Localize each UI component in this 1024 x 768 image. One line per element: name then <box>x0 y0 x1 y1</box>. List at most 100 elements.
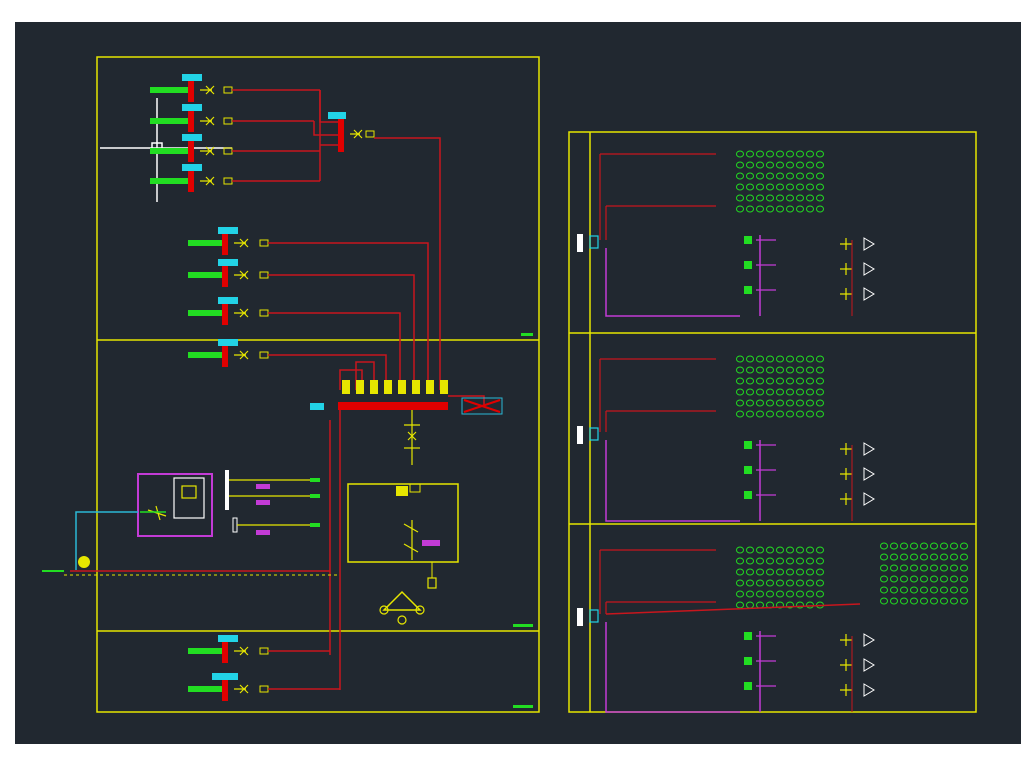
lamp-icon <box>776 172 784 180</box>
switch-icon <box>744 261 752 269</box>
lamp-icon <box>786 150 794 158</box>
lamp-icon <box>786 601 794 609</box>
lamp-icon <box>776 590 784 598</box>
lamp-icon <box>950 542 958 550</box>
lamp-icon <box>940 597 948 605</box>
lamp-icon <box>806 355 814 363</box>
lamp-icon <box>940 553 948 561</box>
lamp-icon <box>746 388 754 396</box>
lamp-icon <box>776 355 784 363</box>
lamp-icon <box>880 575 888 583</box>
lamp-icon <box>806 399 814 407</box>
disconnect-icon <box>463 399 501 413</box>
panel-tag <box>589 609 599 623</box>
lamp-icon <box>890 597 898 605</box>
fuse-icon <box>259 685 269 693</box>
lamp-icon <box>766 366 774 374</box>
lamp-icon <box>746 355 754 363</box>
lamp-icon <box>930 586 938 594</box>
lamp-icon <box>890 586 898 594</box>
lamp-icon <box>786 590 794 598</box>
fuse-icon <box>223 147 233 155</box>
lamp-icon <box>776 579 784 587</box>
lamp-icon <box>776 366 784 374</box>
lamp-icon <box>756 355 764 363</box>
fuse-icon <box>365 130 375 138</box>
socket-icon <box>863 262 875 276</box>
feeder-row <box>188 227 429 390</box>
lamp-icon <box>960 542 968 550</box>
lamp-icon <box>900 542 908 550</box>
fuse-icon <box>223 86 233 94</box>
lamp-icon <box>816 194 824 202</box>
lamp-icon <box>776 557 784 565</box>
generator-icon <box>78 556 90 568</box>
lamp-icon <box>776 601 784 609</box>
lamp-icon <box>920 586 928 594</box>
lamp-icon <box>900 564 908 572</box>
lamp-icon <box>746 205 754 213</box>
lamp-icon <box>806 579 814 587</box>
feeder-row <box>188 259 415 390</box>
lamp-icon <box>746 568 754 576</box>
lamp-icon <box>910 597 918 605</box>
lamp-icon <box>756 172 764 180</box>
lamp-icon <box>960 575 968 583</box>
lamp-icon <box>746 194 754 202</box>
lamp-icon <box>796 590 804 598</box>
lamp-icon <box>786 377 794 385</box>
lamp-icon <box>796 161 804 169</box>
main-busbar <box>310 361 503 690</box>
lamp-icon <box>930 553 938 561</box>
lamp-icon <box>746 377 754 385</box>
lamp-icon <box>806 205 814 213</box>
circuit-line <box>599 549 716 614</box>
lamp-icon <box>766 557 774 565</box>
lamp-icon <box>930 542 938 550</box>
lamp-icon <box>756 410 764 418</box>
lamp-icon <box>796 355 804 363</box>
distribution-board <box>577 234 583 252</box>
lamp-icon <box>766 161 774 169</box>
lamp-icon <box>816 150 824 158</box>
lamp-icon <box>960 586 968 594</box>
cad-viewport[interactable] <box>15 22 1021 744</box>
lamp-icon <box>796 399 804 407</box>
lamp-icon <box>816 399 824 407</box>
circuit-line <box>605 622 740 713</box>
socket-icon <box>863 287 875 301</box>
lamp-icon <box>776 194 784 202</box>
lamp-icon <box>806 377 814 385</box>
lamp-icon <box>816 579 824 587</box>
lamp-icon <box>900 586 908 594</box>
lamp-icon <box>756 388 764 396</box>
lamp-icon <box>816 366 824 374</box>
lamp-icon <box>756 399 764 407</box>
lamp-icon <box>746 172 754 180</box>
lamp-icon <box>756 205 764 213</box>
lamp-icon <box>786 399 794 407</box>
switch-icon <box>744 286 752 294</box>
lamp-icon <box>746 579 754 587</box>
lamp-icon <box>816 355 824 363</box>
lamp-icon <box>806 410 814 418</box>
socket-icon <box>840 468 852 480</box>
breaker-icon <box>234 684 249 694</box>
lamp-icon <box>736 590 744 598</box>
lamp-icon <box>796 410 804 418</box>
lamp-icon <box>816 377 824 385</box>
lamp-icon <box>746 399 754 407</box>
switch-icon <box>744 632 752 640</box>
lamp-icon <box>766 410 774 418</box>
lamp-icon <box>880 542 888 550</box>
lamp-icon <box>746 183 754 191</box>
breaker-icon <box>234 350 249 360</box>
right-panel-frame <box>568 131 977 713</box>
lamp-icon <box>880 564 888 572</box>
middle-feeder-group <box>188 227 429 390</box>
lamp-icon <box>816 161 824 169</box>
lamp-icon <box>940 564 948 572</box>
feeder-row <box>188 339 387 390</box>
lamp-icon <box>776 546 784 554</box>
lamp-icon <box>746 601 754 609</box>
